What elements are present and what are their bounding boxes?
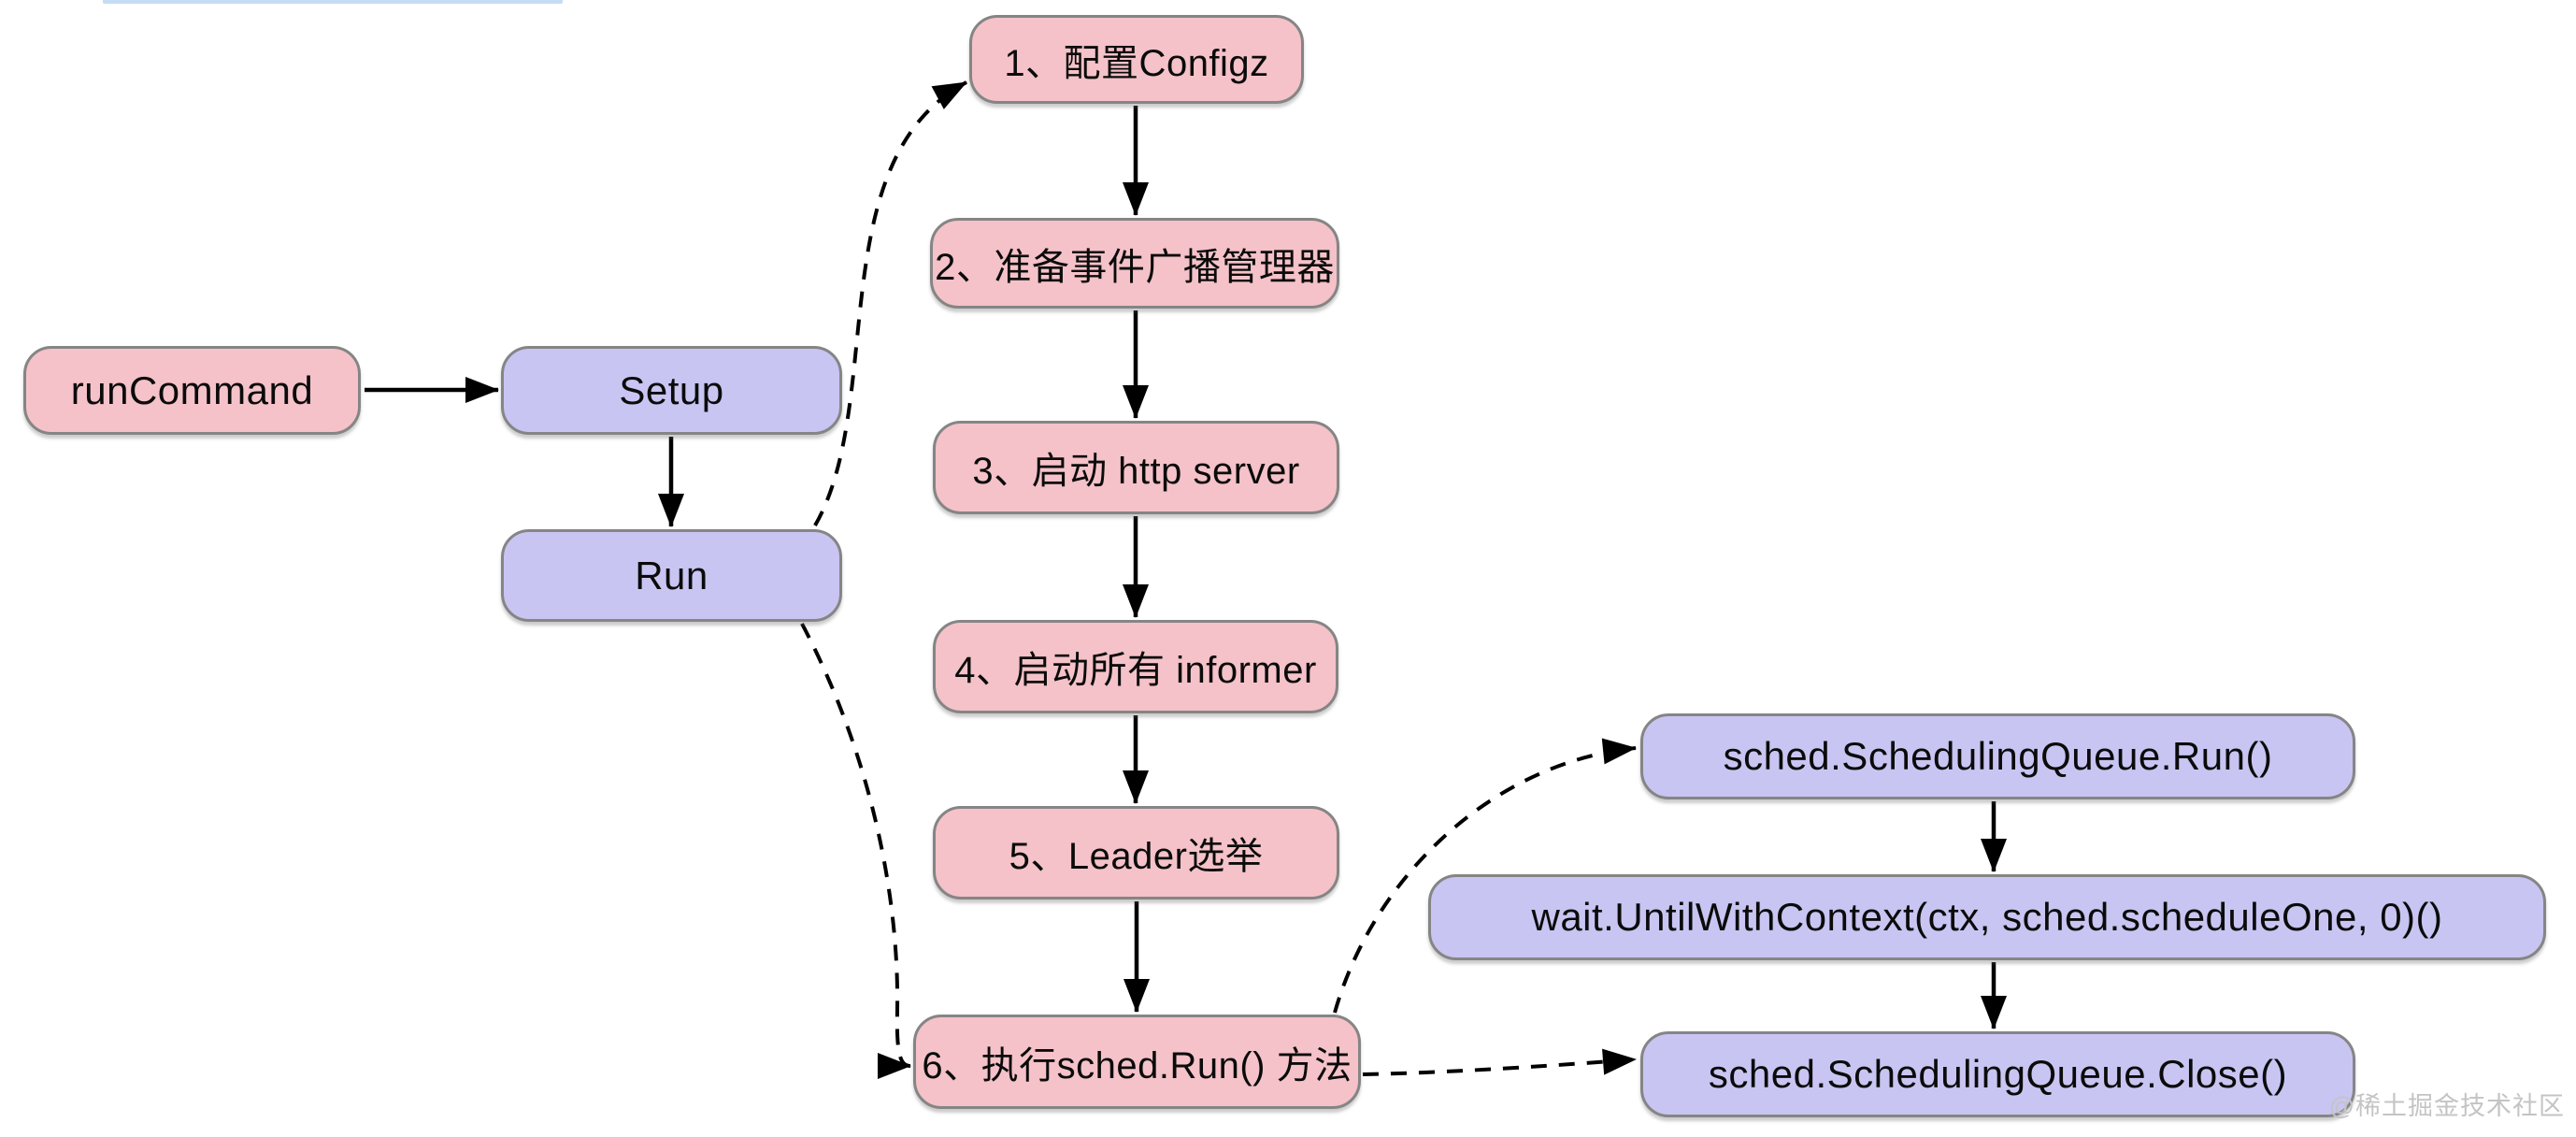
node-step3-http-server: 3、启动 http server <box>933 421 1339 514</box>
watermark: @稀土掘金技术社区 <box>2328 1092 2565 1120</box>
top-accent-line <box>103 0 563 4</box>
node-step1-configz: 1、配置Configz <box>969 15 1304 104</box>
node-setup: Setup <box>501 346 842 435</box>
edge-step6-to-schedqueueclose <box>1362 1048 1637 1076</box>
node-wait-until-with-context: wait.UntilWithContext(ctx, sched.schedul… <box>1428 874 2546 960</box>
node-step6-sched-run: 6、执行sched.Run() 方法 <box>913 1015 1361 1109</box>
node-step4-informer: 4、启动所有 informer <box>933 620 1338 713</box>
node-run-command: runCommand <box>23 346 361 435</box>
node-sched-queue-run: sched.SchedulingQueue.Run() <box>1640 713 2355 799</box>
edge-run-to-step6 <box>800 623 911 1079</box>
node-step5-leader-election: 5、Leader选举 <box>933 806 1339 900</box>
node-sched-queue-close: sched.SchedulingQueue.Close() <box>1640 1031 2355 1117</box>
node-step2-event-broadcast: 2、准备事件广播管理器 <box>930 218 1339 309</box>
node-run: Run <box>501 529 842 622</box>
